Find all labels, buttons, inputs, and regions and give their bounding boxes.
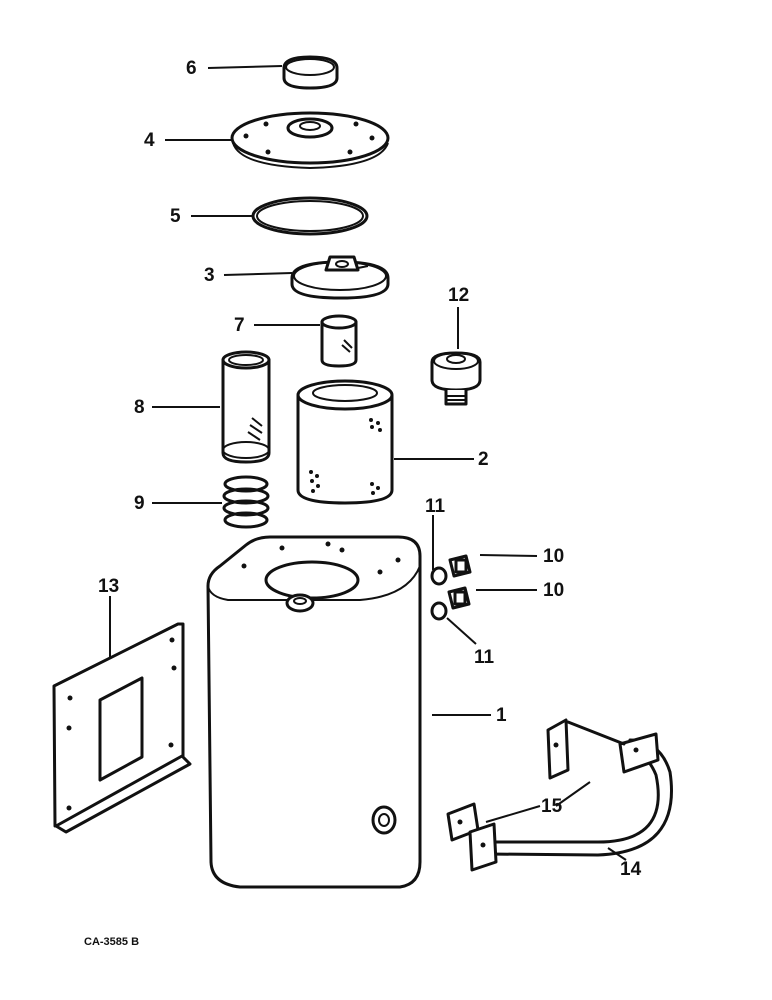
callout-9: 9: [134, 493, 145, 514]
part-11-o-ring-lower[interactable]: [430, 601, 448, 621]
callout-1: 1: [496, 705, 507, 726]
callout-5: 5: [170, 206, 181, 227]
drawing-code: CA-3585 B: [84, 936, 139, 948]
part-2-filter-element[interactable]: [296, 379, 394, 505]
callout-labels: 6 4 5 3 7 12 8 2 9 11 10 10 11 13 1 15 1…: [84, 58, 642, 948]
part-12-valve[interactable]: [430, 351, 482, 406]
part-5-gasket-ring[interactable]: [251, 196, 369, 236]
callout-14: 14: [620, 859, 642, 880]
part-14-strap[interactable]: [446, 718, 673, 872]
part-10-fitting-lower[interactable]: [447, 586, 471, 610]
part-4-cover-plate[interactable]: [230, 111, 390, 170]
callout-6: 6: [186, 58, 197, 79]
callout-8: 8: [134, 397, 145, 418]
part-8-tube[interactable]: [221, 350, 271, 464]
callout-3: 3: [204, 265, 215, 286]
callout-13: 13: [98, 576, 119, 597]
part-1-reservoir-tank[interactable]: [206, 535, 422, 889]
callout-15: 15: [541, 796, 563, 817]
callout-4: 4: [144, 130, 155, 151]
part-13-bracket-plate[interactable]: [52, 622, 192, 834]
part-6-cap[interactable]: [282, 55, 339, 90]
callout-12: 12: [448, 285, 469, 306]
part-11-o-ring-upper[interactable]: [430, 566, 448, 586]
part-7-sleeve[interactable]: [320, 314, 358, 368]
part-3-filter-head[interactable]: [290, 255, 390, 300]
callout-11-lower: 11: [474, 647, 495, 668]
leader-lines: [109, 65, 627, 861]
part-9-spring[interactable]: [222, 475, 270, 529]
callout-11-upper: 11: [425, 496, 446, 517]
callout-2: 2: [478, 449, 489, 470]
callout-7: 7: [234, 315, 245, 336]
callout-10-lower: 10: [543, 580, 564, 601]
part-10-fitting-upper[interactable]: [448, 554, 472, 578]
callout-10-upper: 10: [543, 546, 564, 567]
